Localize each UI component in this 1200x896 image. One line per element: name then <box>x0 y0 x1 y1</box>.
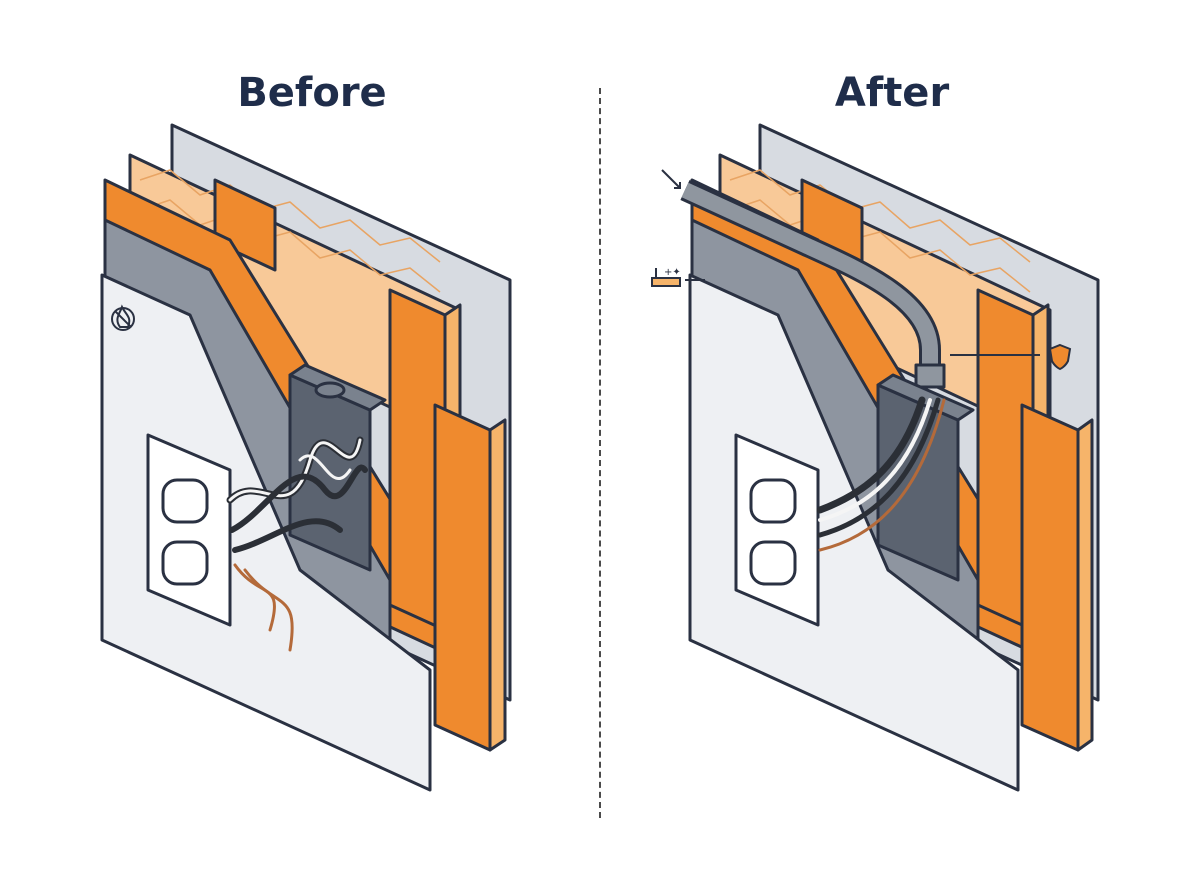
conduit-connector <box>914 363 946 389</box>
shield-icon <box>1048 343 1072 371</box>
svg-text:+✦: +✦ <box>664 267 681 278</box>
after-title: After <box>834 70 950 116</box>
before-wall-illustration <box>100 123 512 792</box>
wood-stud-front <box>1020 403 1080 752</box>
outlet-socket-top <box>161 478 209 524</box>
before-title: Before <box>237 70 387 116</box>
front-drywall <box>100 273 432 792</box>
no-fire-icon <box>111 304 135 331</box>
insulation-tool-icon: +✦ <box>651 267 681 287</box>
pointer-arrow-icon <box>661 169 681 189</box>
outlet-cover-plate <box>146 433 232 627</box>
organized-wires <box>816 396 946 552</box>
outlet-socket-top <box>749 478 797 524</box>
outlet-cover-plate <box>734 433 820 627</box>
wood-stud-front <box>433 403 492 752</box>
outlet-socket-bottom <box>749 540 797 586</box>
conduit-pipe <box>681 182 938 370</box>
after-wall-illustration: +✦ <box>651 123 1100 792</box>
outlet-socket-bottom <box>161 540 209 586</box>
front-drywall <box>688 273 1020 792</box>
panel-divider <box>599 88 601 818</box>
tangled-wires <box>226 436 368 652</box>
